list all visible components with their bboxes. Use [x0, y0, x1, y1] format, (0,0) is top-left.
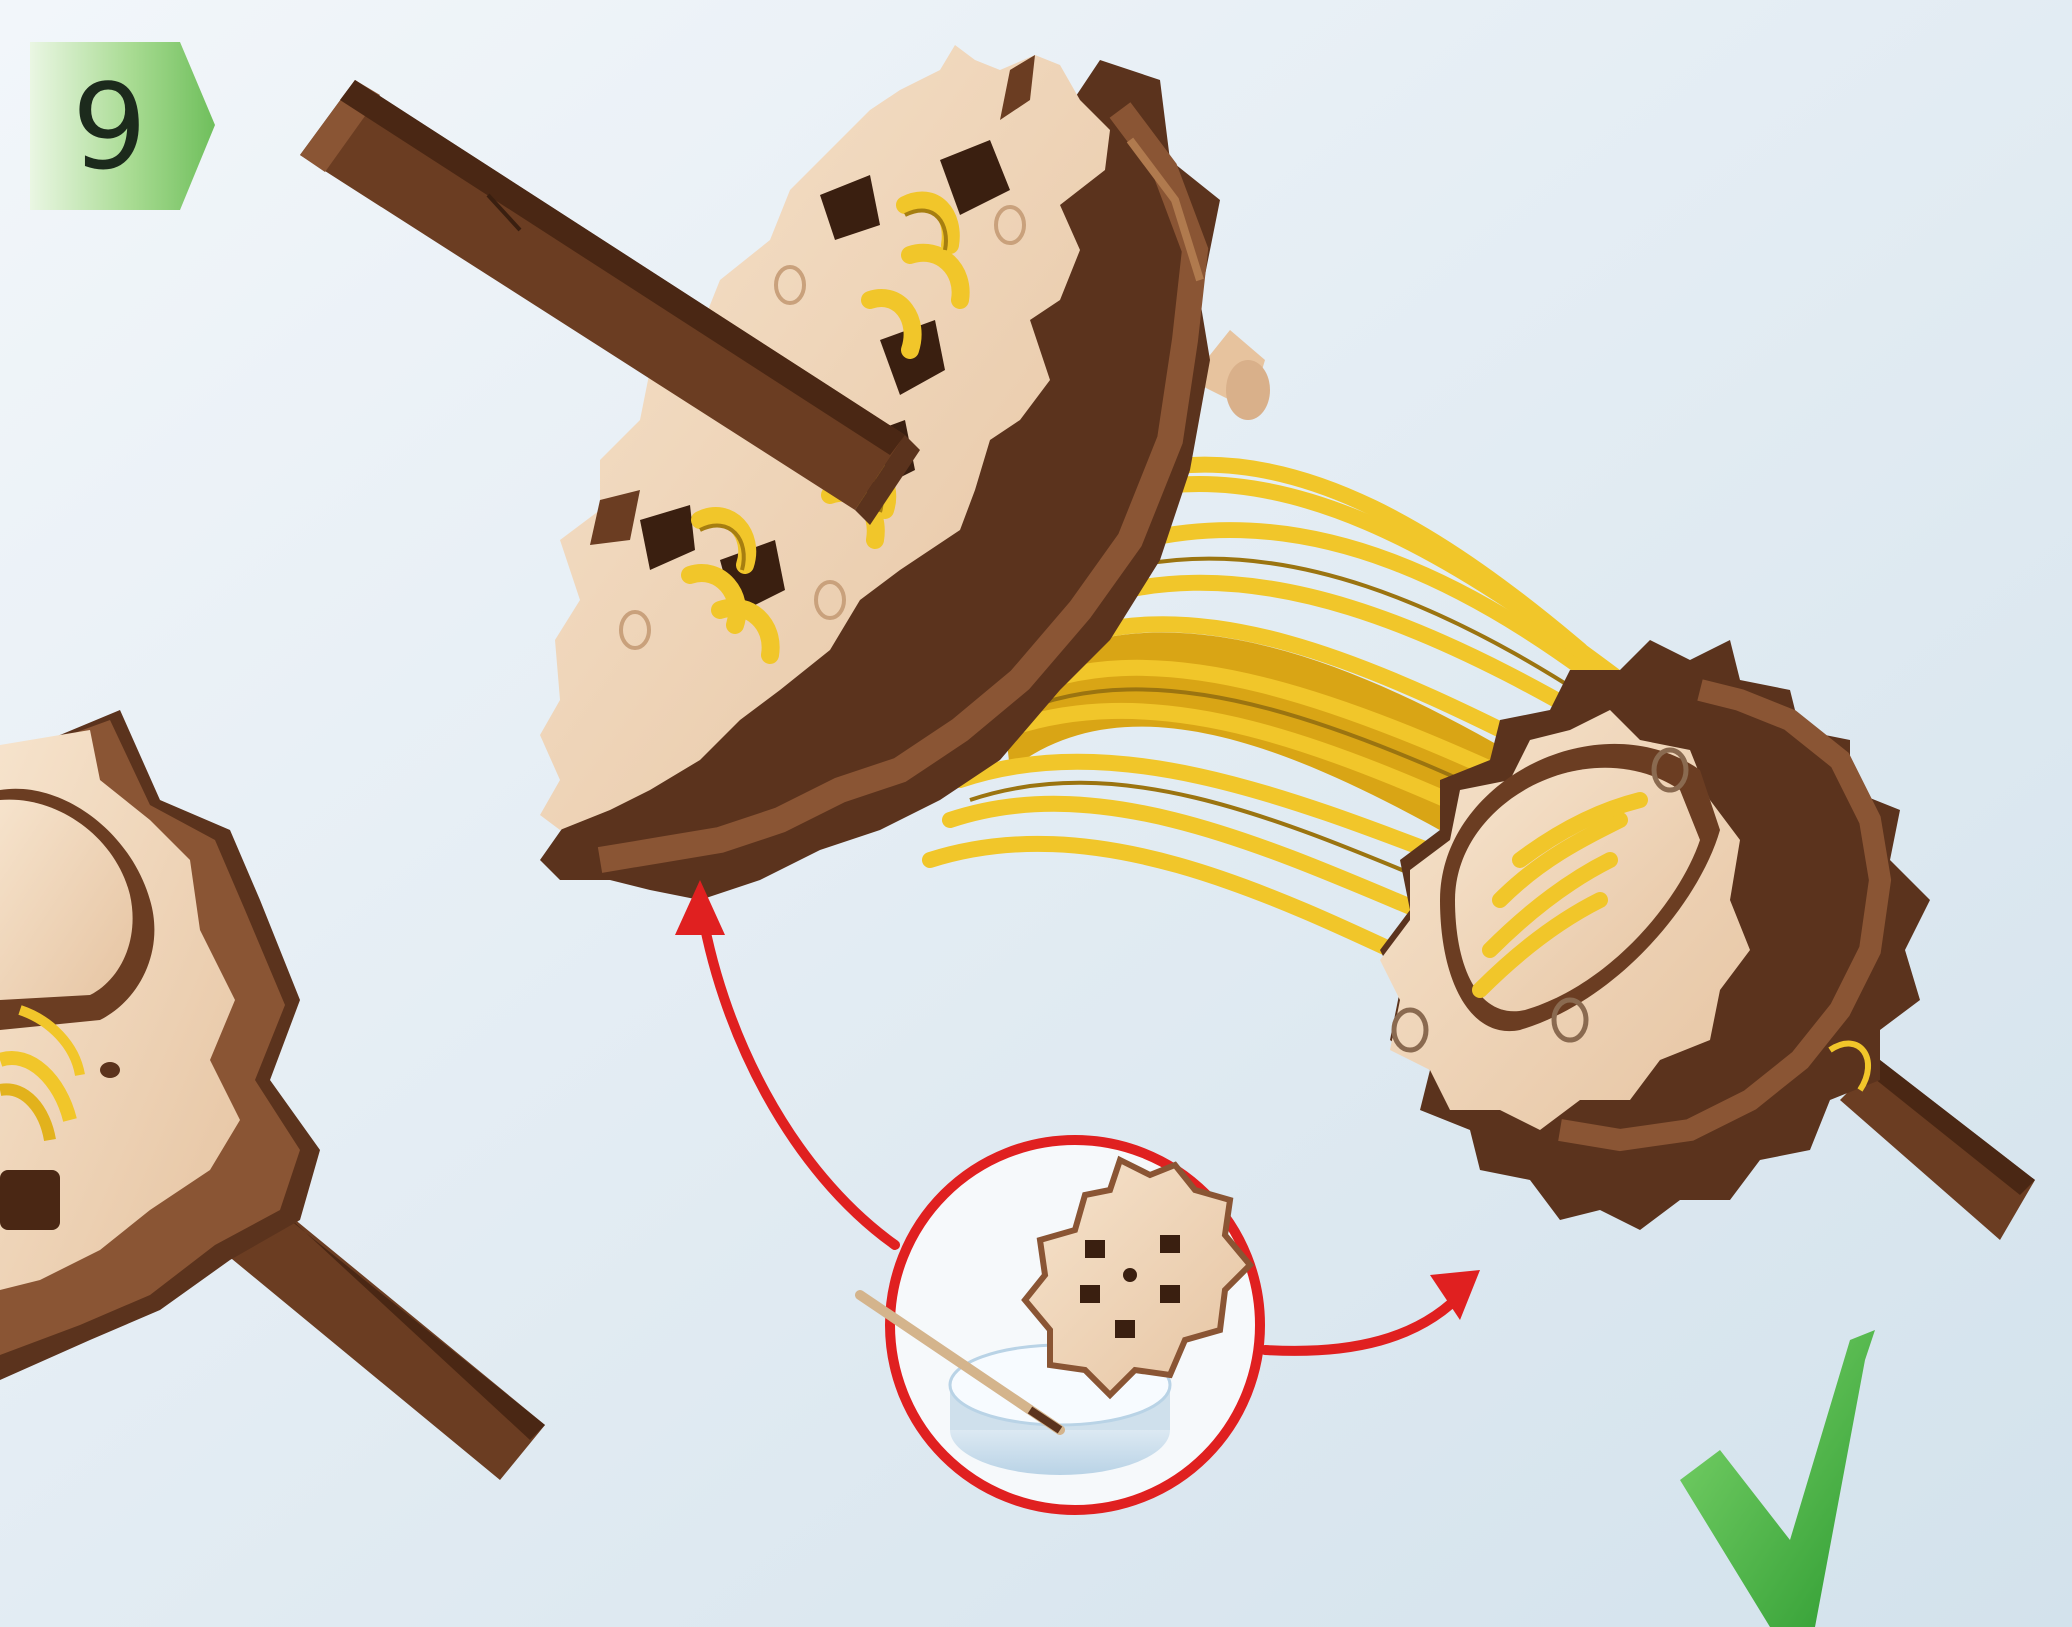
step-number-badge: 9 — [30, 42, 215, 210]
step-number: 9 — [72, 58, 147, 196]
